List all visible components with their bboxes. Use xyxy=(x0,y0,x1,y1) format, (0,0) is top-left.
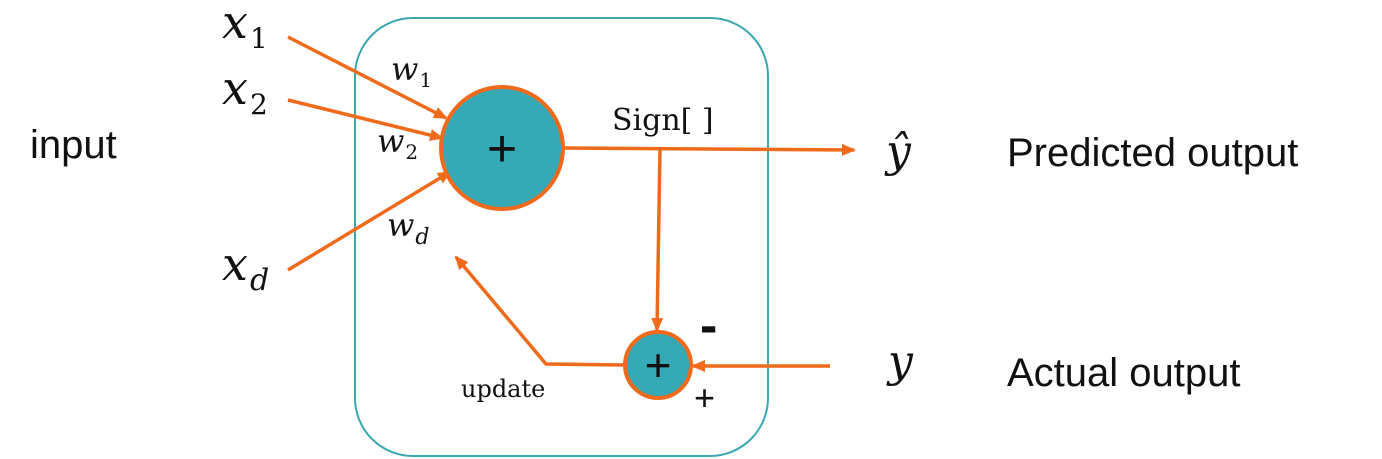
error-node-symbol: + xyxy=(645,339,672,391)
input-label: input xyxy=(30,123,117,167)
sign-function-label: Sign[ ] xyxy=(612,103,714,138)
summation-node-symbol: + xyxy=(487,120,517,178)
predicted-output-label: Predicted output xyxy=(1007,131,1298,175)
input-xd-label: xd xyxy=(222,237,269,298)
weight-w1-label: w1 xyxy=(391,50,432,92)
actual-output-symbol: y xyxy=(886,336,914,387)
actual-output-label: Actual output xyxy=(1007,351,1241,395)
weight-w2-label: w2 xyxy=(377,122,418,164)
arrow-x1 xyxy=(287,35,448,120)
update-label: update xyxy=(461,375,545,403)
arrow-output xyxy=(561,143,856,156)
minus-sign: - xyxy=(700,297,717,355)
weight-wd-label: wd xyxy=(387,206,429,250)
error-node xyxy=(623,330,693,400)
arrow-to-error-node xyxy=(651,148,664,332)
plus-sign-small: + xyxy=(694,377,715,418)
perceptron-container xyxy=(354,17,769,457)
arrow-xd xyxy=(287,170,452,272)
arrow-update xyxy=(454,255,625,367)
input-x1-label: x1 xyxy=(222,0,268,55)
arrow-x2 xyxy=(287,98,444,141)
summation-node xyxy=(439,85,565,211)
input-x2-label: x2 xyxy=(222,61,268,121)
predicted-output-symbol: ŷ xyxy=(884,126,912,177)
